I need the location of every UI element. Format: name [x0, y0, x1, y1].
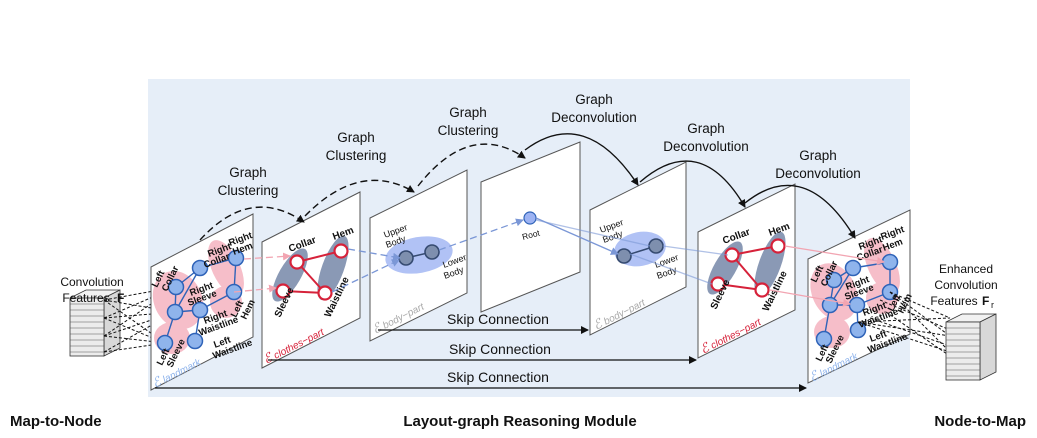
skip-connection-arrows [155, 326, 807, 392]
unpooling-arrows [535, 217, 885, 307]
op-clustering-3-line1: Graph [449, 105, 487, 120]
skip-connection-label-1: Skip Connection [447, 311, 549, 327]
output-label-line3: Features [930, 294, 977, 308]
op-deconv-3-line2: Deconvolution [775, 166, 861, 181]
input-label-line2: Features [62, 291, 109, 305]
op-clustering-2-line2: Clustering [326, 148, 387, 163]
output-label-line1: Enhanced [939, 262, 993, 276]
op-deconv-2-line1: Graph [687, 121, 725, 136]
input-symbol-F: F [117, 291, 124, 305]
output-feature-stack [945, 313, 997, 381]
op-deconv-1-line2: Deconvolution [551, 110, 637, 125]
output-symbol-F: F [982, 294, 989, 308]
label-map-to-node: Map-to-Node [10, 413, 102, 430]
panel-landmark [150, 213, 254, 391]
op-clustering-1-line2: Clustering [218, 183, 279, 198]
output-symbol-subscript: r [991, 300, 994, 310]
panel-clothes-part-2 [697, 183, 796, 359]
op-deconv-3-line1: Graph [799, 148, 837, 163]
panel-body-part [369, 169, 468, 342]
label-layout-graph-module: Layout-graph Reasoning Module [403, 413, 636, 430]
node-root: Root [521, 227, 542, 241]
input-label-line1: Convolution [60, 275, 123, 289]
skip-connection-label-2: Skip Connection [449, 341, 551, 357]
panel-root [480, 141, 581, 313]
panel-clothes-part [261, 191, 361, 369]
panel-body-part-2 [589, 161, 687, 336]
node-to-map-lines [857, 291, 951, 357]
op-clustering-2-line1: Graph [337, 130, 375, 145]
pooling-arrows [233, 218, 524, 293]
op-deconv-2-line2: Deconvolution [663, 139, 749, 154]
op-clustering-1-line1: Graph [229, 165, 267, 180]
input-feature-stack [69, 289, 121, 357]
op-deconv-1-line1: Graph [575, 92, 613, 107]
label-node-to-map: Node-to-Map [934, 413, 1026, 430]
op-clustering-3-line2: Clustering [438, 123, 499, 138]
skip-connection-label-3: Skip Connection [447, 369, 549, 385]
operation-arcs [199, 133, 856, 241]
output-label-line2: Convolution [934, 278, 997, 292]
